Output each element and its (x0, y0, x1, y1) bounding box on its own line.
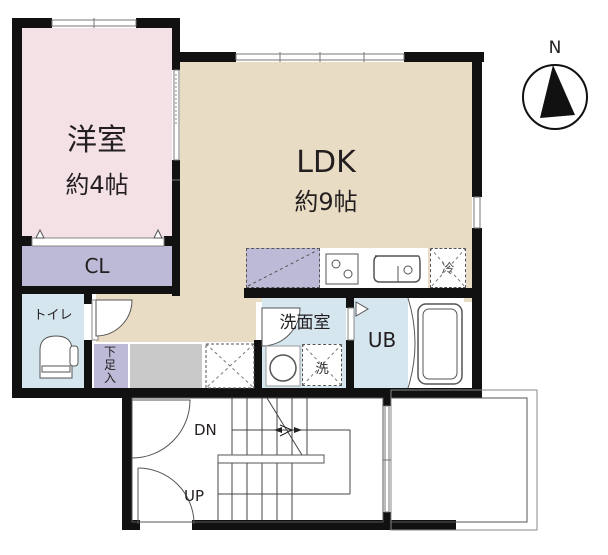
wall (122, 520, 140, 530)
ldk-name: LDK (296, 145, 356, 180)
washer-label: 洗 (315, 362, 329, 377)
kitchen-storage (246, 248, 320, 288)
wall (12, 388, 482, 398)
entry-floor (130, 344, 202, 388)
toilet-label: トイレ (33, 308, 73, 323)
unit-bath-label: UB (367, 328, 397, 352)
wall (244, 288, 482, 298)
wall (22, 236, 32, 246)
compass-icon (523, 65, 587, 129)
western-room (22, 28, 172, 238)
wall (12, 18, 22, 398)
compass-north-label: N (548, 38, 562, 58)
washroom-label: 洗面室 (279, 313, 331, 333)
wall (383, 398, 391, 406)
wall (254, 340, 262, 398)
wall (84, 286, 92, 304)
wall (383, 512, 391, 522)
wall (122, 398, 132, 528)
wall (472, 52, 482, 197)
western-room-name: 洋室 (67, 123, 127, 158)
wall (172, 18, 180, 70)
wall (346, 298, 354, 308)
wall (172, 52, 236, 62)
wall (136, 18, 180, 28)
ldk-area: 約9帖 (294, 188, 358, 216)
wall (12, 286, 180, 294)
wall (346, 340, 354, 398)
wall (472, 228, 482, 398)
wall (12, 18, 52, 28)
shoe-cabinet (94, 344, 128, 388)
western-room-area: 約4帖 (65, 171, 129, 199)
wall (192, 520, 456, 530)
stairs-down-label: DN (194, 421, 217, 439)
wall (84, 340, 92, 398)
closet-label: CL (84, 254, 110, 278)
shoe-cabinet-label: 下足入 (103, 345, 116, 385)
wall (404, 52, 484, 62)
fridge-label: 冷 (441, 262, 455, 277)
stairs-up-label: UP (184, 487, 205, 505)
wall (172, 160, 180, 296)
closet (22, 246, 172, 286)
